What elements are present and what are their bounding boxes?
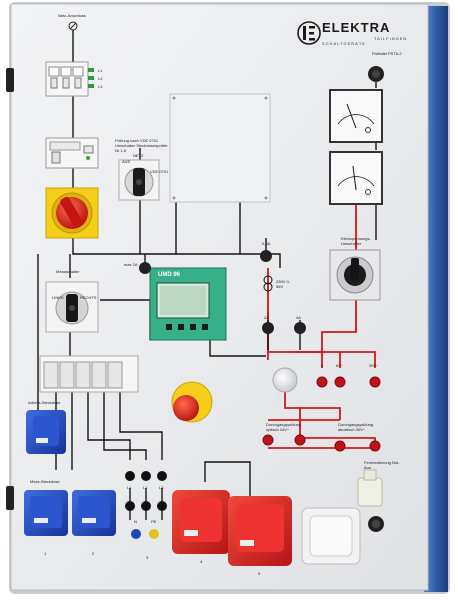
terminal-block-row: [39, 355, 139, 393]
red-wiring: [267, 158, 376, 449]
fuse-holder-max2a[interactable]: [139, 262, 151, 274]
panel-socket-top-right[interactable]: [368, 66, 384, 82]
model-label: Prüftafel PST6-2: [372, 51, 402, 56]
label-4a: 4A: [296, 315, 301, 320]
blue-socket-measure-1[interactable]: [24, 490, 68, 536]
brand-sub1: TAILFINGEN: [374, 36, 408, 41]
label-socket-work: Arbeits-Steckdose: [28, 400, 61, 405]
label-switch-vde: VDE 0701: [150, 169, 169, 174]
white-schuko-socket[interactable]: [301, 507, 361, 565]
label-transformer: 230V 0-56V: [276, 279, 291, 289]
main-switch-yellow[interactable]: [45, 187, 99, 239]
label-test-switch: Prüfung nach VDE 0701 Umschalter Steckdo…: [115, 138, 168, 153]
remote-emergency-plug[interactable]: [357, 469, 384, 532]
label-out-0: 0: [321, 363, 324, 368]
elektra-logo-icon: [297, 21, 321, 45]
label-2a: 2A: [264, 315, 269, 320]
fuse-holder-4a[interactable]: [294, 322, 306, 334]
label-meter-switch: Messschalter: [56, 269, 80, 274]
blank-cover: [169, 93, 271, 203]
socket-label-l3: L3: [159, 485, 164, 490]
label-max2a: max 2A: [124, 262, 138, 267]
mains-symbol-icon: [68, 21, 78, 31]
blue-socket-measure-2[interactable]: [72, 490, 116, 536]
socket-label-l2: L2: [143, 485, 148, 490]
label-fuse08a: 0,8A: [262, 241, 271, 246]
label-socket-measure: Mess-Steckdose: [30, 479, 60, 484]
indicator-lamp: [272, 367, 298, 393]
label-links: LINKS: [52, 295, 64, 300]
bottom-number-1: 1: [44, 551, 47, 556]
label-mains: Netz-Anschluss: [58, 13, 86, 18]
socket-label-pe: PE: [151, 519, 157, 524]
cee-red-socket-2[interactable]: [228, 496, 292, 566]
label-test-akustisch: Durchgangsprüfung akustisch 30V~: [338, 422, 374, 432]
bottom-number-4: 4: [200, 559, 203, 564]
meter-switch-links-rechts[interactable]: [45, 281, 99, 333]
blue-socket-work[interactable]: [26, 410, 66, 454]
n-pe-jacks[interactable]: [131, 529, 159, 539]
brand-name: ELEKTRA: [322, 20, 391, 35]
analog-meter-1: [329, 89, 383, 143]
bottom-number-5: 5: [258, 571, 261, 576]
label-test-optisch: Durchgangsprüfung optisch 24V~: [266, 422, 302, 432]
label-out-30: 30V~: [369, 363, 379, 368]
umd-label: UMD 96: [158, 272, 181, 278]
emergency-stop-button[interactable]: [171, 381, 213, 423]
fuse-holder-08a[interactable]: [260, 250, 272, 262]
label-small-voltage-switch: Kleinspannungs-Umschalter: [341, 236, 371, 246]
breaker-l1: L1: [98, 68, 103, 73]
analog-meter-2: [329, 151, 383, 205]
breaker-l2: L2: [98, 76, 103, 81]
hinge-top: [6, 68, 14, 92]
hinge-bottom: [6, 486, 14, 510]
umd96-display-unit: [149, 267, 227, 341]
socket-label-n: N: [134, 519, 137, 524]
transformer-symbol-icon: [263, 275, 273, 292]
label-remote: Fernbedienung Not-Aus: [364, 460, 400, 470]
breaker-l3: L3: [98, 84, 103, 89]
bottom-number-2: 2: [92, 551, 95, 556]
label-switch-net: NETZ: [133, 153, 144, 158]
brand-sub2: SCHALTGERÄTE: [322, 41, 366, 46]
socket-label-l1: L1: [127, 485, 132, 490]
label-out-6: 6V~: [336, 363, 344, 368]
small-voltage-selector[interactable]: [329, 249, 381, 301]
residual-current-device: [45, 137, 99, 169]
bottom-number-3: 3: [146, 555, 149, 560]
cee-red-socket-1[interactable]: [172, 490, 230, 554]
test-switch-vde[interactable]: [118, 159, 160, 201]
label-rechts: RECHTS: [80, 295, 97, 300]
fuse-holder-2a[interactable]: [262, 322, 274, 334]
red-test-jacks[interactable]: [262, 376, 381, 452]
circuit-breaker-3pole: [45, 61, 94, 97]
black-test-jacks[interactable]: [125, 471, 167, 511]
label-switch-off: AUS: [122, 159, 131, 164]
